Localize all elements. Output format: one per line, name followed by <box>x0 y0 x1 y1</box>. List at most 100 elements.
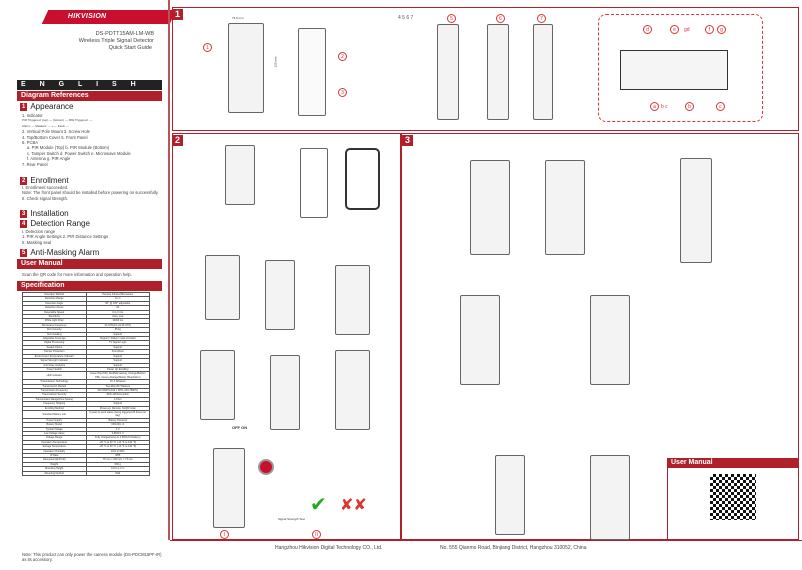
footer-address: No. 555 Qianmo Road, Binjiang District, … <box>440 545 587 551</box>
panel-3-number: 3 <box>402 135 413 146</box>
spec-value: Two-Way RF Wireless <box>85 383 150 389</box>
spec-value: 600 g <box>85 461 150 468</box>
note: Note: This product can only power the ca… <box>22 552 162 563</box>
width-dimension: 74.5 mm <box>232 16 244 20</box>
spec-value: 35 kg <box>85 327 150 333</box>
callout-3: 3 <box>338 88 347 97</box>
pcba-illustration <box>620 50 728 90</box>
spec-value: Passive Infrared,Microwave <box>85 291 150 298</box>
hikvision-logo: HIKVISION <box>41 10 177 24</box>
spec-value: Tri-X Wireless <box>85 379 150 385</box>
pcb-label-e: e <box>670 25 679 34</box>
spec-value: 1.8 km <box>85 396 150 403</box>
panel-2 <box>172 133 401 540</box>
spec-value: -25 °C to 60 °C (-13 °F to 140 °F) <box>85 444 150 450</box>
spec-value: AES-128 Encryption <box>85 392 150 398</box>
install-step-6 <box>335 350 370 430</box>
callouts-4-7: 4 5 6 7 <box>398 15 414 21</box>
install-step-1 <box>205 255 240 320</box>
callout-5: 5 <box>447 14 456 23</box>
led-indicator-icon <box>258 459 274 475</box>
pcb-label-gd: gd <box>684 27 690 33</box>
user-manual-box-title: User Manual <box>667 458 799 468</box>
user-manual-text: Scan the QR code for more information an… <box>22 272 132 277</box>
callout-7: 7 <box>537 14 546 23</box>
masking-step-1 <box>460 295 500 385</box>
height-dimension: 220 mm <box>273 56 278 68</box>
spec-value: Support <box>85 362 150 368</box>
power-switch-label: OFF ON <box>232 425 248 430</box>
rear-panel-illustration <box>533 24 553 120</box>
footer-company: Hangzhou Hikvision Digital Technology CO… <box>275 545 383 551</box>
spec-value: 24 GHz(24~24.25 GHz) <box>85 322 150 329</box>
install-step-4 <box>200 350 235 420</box>
spec-value: 10% to 90% <box>85 448 150 455</box>
spec-label: Standard Battery Life <box>22 409 87 419</box>
doc-type: Quick Start Guide <box>108 45 152 51</box>
callout-2: 2 <box>338 52 347 61</box>
product-name: Wireless Triple Signal Detector <box>78 38 154 44</box>
signal-strength-label: Signal Strength Test <box>278 517 305 521</box>
panel-1 <box>172 7 799 131</box>
callout-1: 1 <box>203 43 212 52</box>
spec-value: Fully charged(new) to 2.65±0.1V(battery) <box>85 435 150 441</box>
detection-step-1 <box>470 160 510 255</box>
check-icon: ✔ <box>310 494 327 516</box>
specification-heading: Specification <box>17 281 162 291</box>
pcb-label-b: b <box>685 102 694 111</box>
spec-value: IP65 <box>85 452 150 459</box>
spec-value: Power Up Enrolling <box>85 366 150 373</box>
enrollment-text: I. Enrollment succeeded.Note: The front … <box>22 185 159 201</box>
antimask-step-2 <box>590 455 630 540</box>
spec-value: 433.05MHz(433.1 MHz~433.75MHz) <box>85 387 150 394</box>
spec-value: CR123A ×1 <box>85 422 150 428</box>
spec-value: Green(Top PIR), Red(Microwave), Orange(B… <box>85 371 150 381</box>
front-panel-illustration <box>213 448 245 528</box>
spec-value: Support / Pattern mask included <box>85 336 150 342</box>
step-II: II <box>312 530 321 539</box>
spec-row: Operation Temperature-25 °C to 60 °C (-1… <box>22 439 150 446</box>
spec-value: 11 m <box>85 296 150 302</box>
spec-value: 5 years in work status (being triggered … <box>85 409 150 419</box>
spec-value: Wall <box>85 470 150 477</box>
user-manual-qr-code[interactable] <box>710 474 756 520</box>
spec-value: -25 °C to 60 °C (-13 °F to 140 °F) <box>85 439 150 446</box>
install-step-2 <box>265 260 295 330</box>
phone-illustration <box>345 148 380 210</box>
install-step-3 <box>335 265 370 335</box>
pcb-label-g: g <box>717 25 726 34</box>
spec-value: TV Signal Logic <box>85 340 150 346</box>
device-front-illustration <box>228 23 264 113</box>
spec-row: Storage Temperature-25 °C to 60 °C (-13 … <box>22 444 150 450</box>
detection-step-2 <box>545 160 585 255</box>
language-bar: E N G L I S H <box>17 80 162 90</box>
spec-value: Support <box>85 401 150 407</box>
spec-value: 75 mm × 220 mm × 73 mm <box>85 457 150 463</box>
